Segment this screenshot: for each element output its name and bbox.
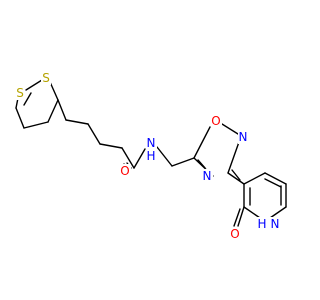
bond-pyr-inner-3 <box>264 178 282 188</box>
amide-nitrogen-label: N <box>147 136 156 150</box>
bond-ring-c5-c4 <box>15 107 25 129</box>
atom-oxadiazole-n-lower: N <box>202 169 213 183</box>
atom-s2: S <box>41 71 51 85</box>
pyridone-hydrogen-label: H <box>257 217 266 231</box>
bond-chain-3 <box>87 123 101 145</box>
atom-amide-nh: N H <box>146 136 157 163</box>
molecule-structure: S S O N H O N N O <box>15 71 287 241</box>
atom-label-layer: S S O N H O N N O <box>15 71 281 241</box>
oxadiazole-oxygen-label: O <box>211 114 220 128</box>
bond-ring-s2-s1 <box>25 79 43 91</box>
pyridone-nitrogen-label: N <box>271 217 280 231</box>
bond-n2-c3 <box>227 141 240 174</box>
sulfur-label-1: S <box>16 86 24 100</box>
bond-chain-2 <box>65 119 89 125</box>
atom-oxadiazole-n-upper: N <box>238 130 249 144</box>
bond-c3-pyr <box>227 172 245 185</box>
bond-chain-4 <box>99 143 123 149</box>
bond-layer <box>15 79 287 227</box>
bond-c3-n2-inner <box>231 169 241 181</box>
bond-ring-c3-c2 <box>47 99 59 123</box>
bond-pyr-n1-c6 <box>269 206 287 219</box>
bond-o1-n2 <box>221 123 239 135</box>
bond-n-ch2 <box>156 146 173 167</box>
bond-pyr-c4-c3 <box>243 172 266 185</box>
bond-chain-1 <box>57 99 67 121</box>
bond-pyr-co-inner <box>233 208 241 227</box>
atom-pyridone-nh: N H <box>257 217 281 231</box>
atom-s1: S <box>15 86 25 100</box>
bond-amide-c-n <box>133 148 146 169</box>
oxadiazole-nitrogen-upper-label: N <box>239 130 248 144</box>
bond-ring-c4-c3 <box>23 121 49 129</box>
bond-ring-s1-c1 <box>23 92 32 106</box>
bond-ch2-c5 <box>171 157 195 167</box>
bond-pyr-c5-c4 <box>264 172 287 185</box>
atom-amide-o: O <box>120 164 131 178</box>
atom-oxadiazole-o: O <box>211 114 222 128</box>
bond-ring-c2-s2 <box>49 81 59 101</box>
bond-n4-c5-inner <box>197 159 206 169</box>
bond-c5-o1 <box>193 126 211 159</box>
bond-chain-5 <box>121 147 135 169</box>
bond-pyr-c2-o <box>237 206 245 227</box>
atom-pyridone-o: O <box>230 227 241 241</box>
pyridone-oxygen-label: O <box>230 227 239 241</box>
oxadiazole-nitrogen-lower-label: N <box>203 169 212 183</box>
sulfur-label-2: S <box>42 71 50 85</box>
amide-hydrogen-label: H <box>146 149 155 163</box>
amide-oxygen-label: O <box>120 164 129 178</box>
bond-pyr-c2-n1 <box>243 206 261 219</box>
